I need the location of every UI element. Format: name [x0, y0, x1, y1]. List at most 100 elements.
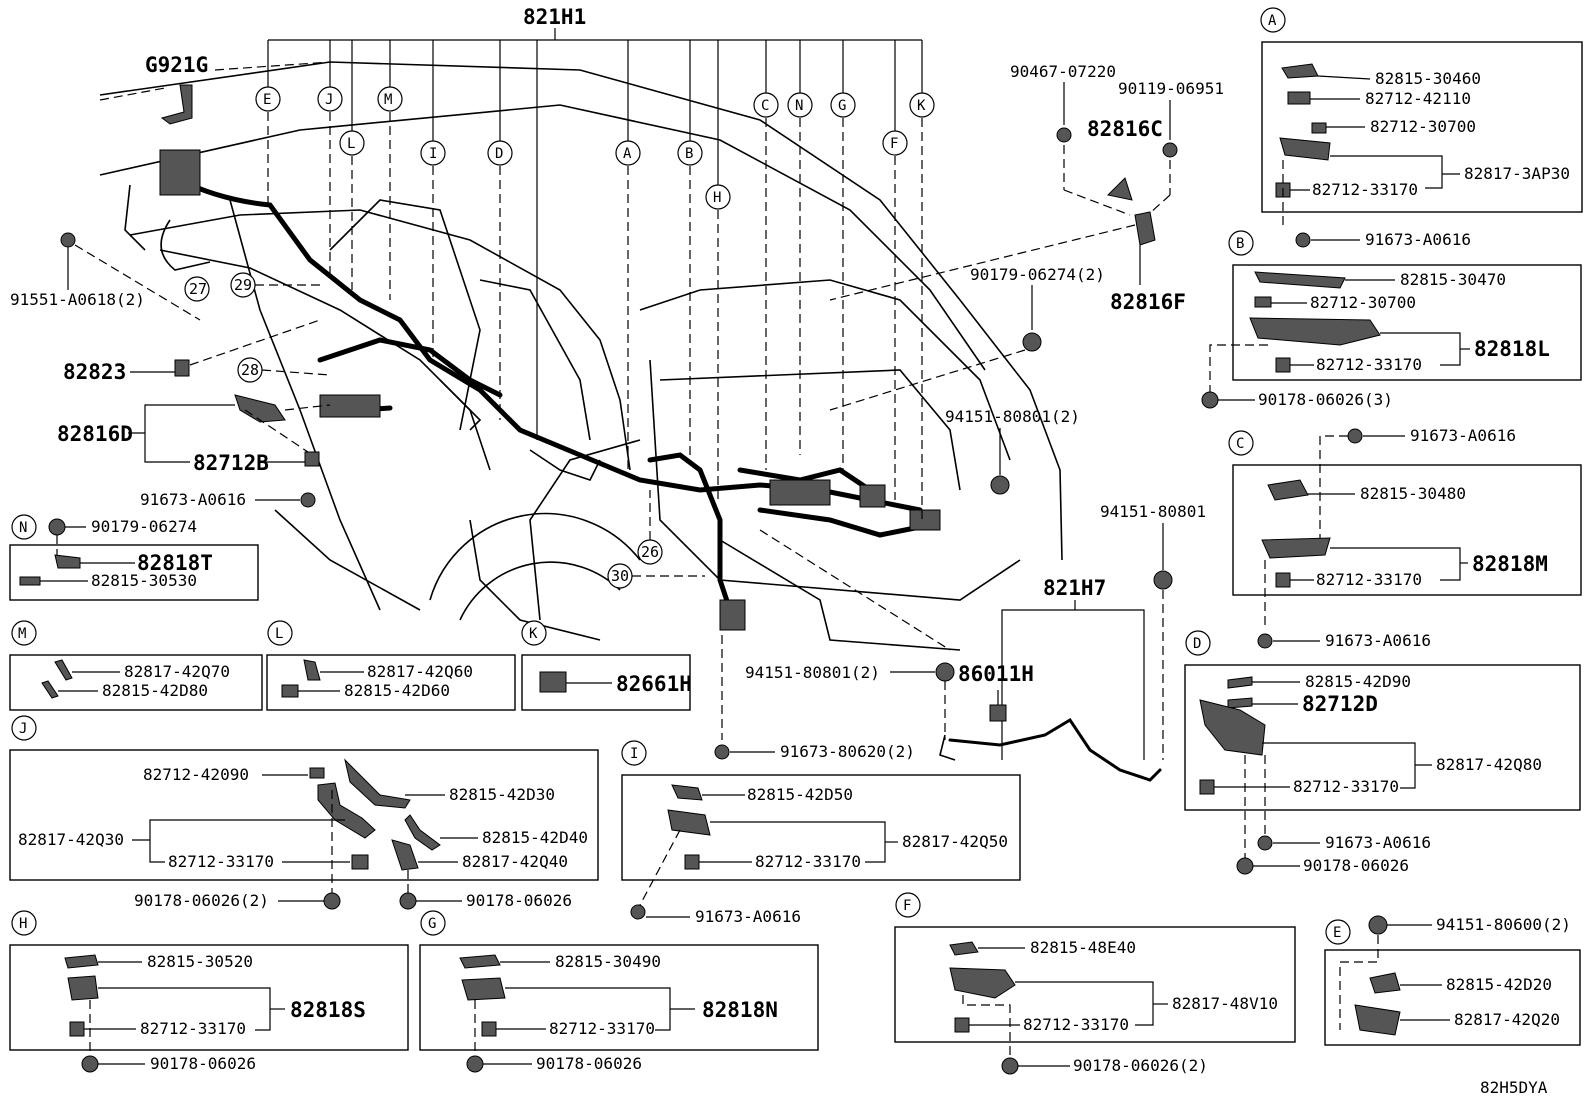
svg-text:90178-06026: 90178-06026 — [150, 1054, 256, 1073]
svg-text:I: I — [630, 746, 638, 762]
svg-text:94151-80801(2): 94151-80801(2) — [745, 663, 880, 682]
svg-text:82815-30530: 82815-30530 — [91, 571, 197, 590]
svg-text:82712-33170: 82712-33170 — [549, 1019, 655, 1038]
detail-box-b: B 82815-30470 82712-30700 82818L 82712-3… — [1201, 230, 1582, 409]
detail-box-e: E 94151-80600(2) 82815-42D20 82817-42Q20 — [1324, 915, 1581, 1046]
svg-text:F: F — [903, 898, 911, 914]
svg-text:A: A — [623, 146, 632, 162]
detail-box-d: D 82815-42D90 82712D 82817-42Q80 82712-3… — [1184, 630, 1581, 875]
svg-text:G: G — [428, 916, 436, 932]
svg-text:91673-A0616: 91673-A0616 — [695, 907, 801, 926]
svg-text:82817-42Q30: 82817-42Q30 — [18, 830, 124, 849]
svg-text:90119-06951: 90119-06951 — [1118, 79, 1224, 98]
callout-A: A — [615, 40, 641, 470]
svg-text:30: 30 — [611, 567, 629, 585]
svg-text:82817-48V10: 82817-48V10 — [1172, 994, 1278, 1013]
bracket-82816d: 82816D — [57, 394, 331, 463]
svg-text:82712-42110: 82712-42110 — [1365, 89, 1471, 108]
svg-text:82712-30700: 82712-30700 — [1310, 293, 1416, 312]
upper-right-labels: 90467-07220 90119-06951 82816C 82816F 90… — [829, 62, 1224, 760]
callout-C: C — [753, 40, 779, 470]
detail-box-j: J 82712-42090 82815-42D30 82817-42Q30 82… — [9, 715, 599, 910]
svg-text:82818T: 82818T — [137, 551, 213, 575]
wire-harness-821h1 — [159, 149, 941, 631]
svg-text:82815-42D20: 82815-42D20 — [1446, 975, 1552, 994]
svg-text:H: H — [713, 190, 721, 206]
ref-29: 29 — [230, 272, 325, 298]
clip-94151-mid — [935, 662, 955, 682]
svg-text:82815-42D90: 82815-42D90 — [1305, 672, 1411, 691]
svg-text:91673-A0616: 91673-A0616 — [1365, 230, 1471, 249]
svg-text:82815-48E40: 82815-48E40 — [1030, 938, 1136, 957]
callout-E: E — [255, 40, 281, 210]
svg-text:94151-80801(2): 94151-80801(2) — [945, 407, 1080, 426]
callout-F: F — [882, 40, 908, 500]
svg-text:94151-80600(2): 94151-80600(2) — [1436, 915, 1571, 934]
clip-90179-274 — [1022, 332, 1042, 352]
diagram-code: 82H5DYA — [1480, 1078, 1548, 1097]
svg-text:82816F: 82816F — [1110, 290, 1186, 314]
callout-I: I — [420, 40, 446, 360]
detail-box-f: F 82815-48E40 82817-48V10 82712-33170 90… — [894, 892, 1296, 1075]
svg-text:91673-A0616: 91673-A0616 — [1325, 631, 1431, 650]
bolt-90467 — [1056, 127, 1072, 143]
cover-82816c — [1106, 177, 1133, 201]
svg-text:27: 27 — [189, 280, 207, 298]
callout-N: N — [787, 40, 813, 455]
svg-text:82712B: 82712B — [193, 451, 269, 475]
ref-27: 27 — [184, 276, 210, 302]
svg-text:N: N — [795, 98, 803, 114]
svg-text:82712-33170: 82712-33170 — [140, 1019, 246, 1038]
svg-text:82818L: 82818L — [1474, 337, 1550, 361]
svg-text:91673-80620(2): 91673-80620(2) — [780, 742, 915, 761]
svg-text:82712-33170: 82712-33170 — [755, 852, 861, 871]
svg-text:E: E — [1333, 925, 1341, 941]
callout-D: D — [487, 40, 513, 420]
left-main-labels: G921G 91551-A0618(2) 82823 82816D — [10, 53, 331, 509]
svg-text:I: I — [429, 146, 437, 162]
bracket-82816f — [1134, 211, 1156, 246]
detail-box-a: A 82815-30460 82712-42110 82712-30700 82… — [1260, 7, 1583, 249]
svg-text:82712-42090: 82712-42090 — [143, 765, 249, 784]
svg-text:D: D — [495, 146, 503, 162]
g921g-label: G921G — [145, 53, 208, 77]
detail-box-k: K 82661H — [521, 620, 692, 711]
harness-821h7-group: 821H7 86011H 94151-80801(2) 91673-80620(… — [714, 529, 1162, 782]
clip-82823: 82823 — [63, 319, 321, 384]
svg-text:82661H: 82661H — [616, 672, 692, 696]
clip-82712b: 82712B — [193, 409, 320, 475]
callout-G: G — [830, 40, 856, 470]
svg-text:82815-42D30: 82815-42D30 — [449, 785, 555, 804]
svg-text:E: E — [263, 92, 271, 108]
svg-text:82818S: 82818S — [290, 998, 366, 1022]
svg-text:86011H: 86011H — [958, 662, 1034, 686]
svg-text:82818M: 82818M — [1472, 552, 1548, 576]
svg-text:90178-06026: 90178-06026 — [1303, 856, 1409, 875]
ref-30: 30 — [607, 563, 705, 589]
callout-M: M — [377, 40, 403, 300]
ref-26: 26 — [637, 490, 663, 565]
svg-text:82712-33170: 82712-33170 — [1316, 355, 1422, 374]
svg-text:82818N: 82818N — [702, 998, 778, 1022]
detail-box-c: C 91673-A0616 82815-30480 82818M 82712-3… — [1228, 426, 1582, 650]
harness-821h1-label: 821H1 — [523, 5, 586, 29]
svg-text:90467-07220: 90467-07220 — [1010, 62, 1116, 81]
svg-text:90178-06026(3): 90178-06026(3) — [1258, 390, 1393, 409]
svg-text:82817-42Q60: 82817-42Q60 — [367, 662, 473, 681]
svg-text:A: A — [1268, 13, 1277, 29]
detail-box-h: H 82815-30520 82818S 82712-33170 90178-0… — [9, 910, 409, 1073]
bolt-91551: 91551-A0618(2) — [10, 232, 201, 321]
svg-text:M: M — [18, 626, 26, 642]
svg-text:91673-A0616: 91673-A0616 — [1410, 426, 1516, 445]
svg-text:82815-30470: 82815-30470 — [1400, 270, 1506, 289]
svg-text:82823: 82823 — [63, 360, 126, 384]
svg-text:82815-30460: 82815-30460 — [1375, 69, 1481, 88]
callout-letters: E J M L I D A B H C N G F K — [255, 40, 935, 520]
top-leader-bracket: 821H1 — [268, 5, 922, 41]
svg-text:G: G — [838, 98, 846, 114]
detail-box-g: G 82815-30490 82818N 82712-33170 90178-0… — [419, 910, 819, 1073]
svg-text:82712-30700: 82712-30700 — [1370, 117, 1476, 136]
svg-text:N: N — [19, 520, 27, 536]
clip-94151-top — [990, 475, 1010, 495]
